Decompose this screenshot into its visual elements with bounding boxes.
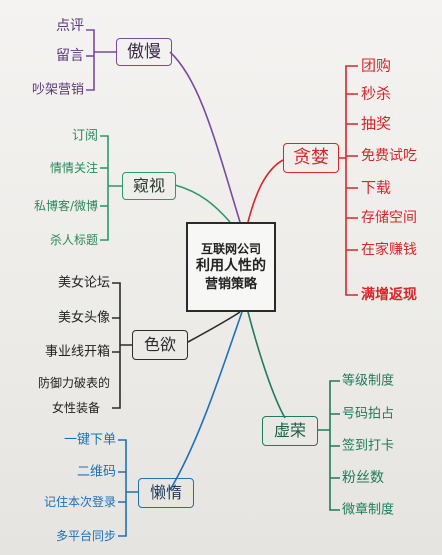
ticks-seyu <box>112 317 120 353</box>
seyu-item-4: 防御力破表的 <box>37 376 110 390</box>
connector-seyu-center <box>187 311 241 343</box>
tanlan-item-4: 免费试吃 <box>361 148 417 164</box>
kuishi-item-4: 杀人标题 <box>49 233 98 247</box>
connector-tanlan-center <box>247 159 284 223</box>
landuo-item-2: 二维码 <box>76 464 116 480</box>
center-line-1: 互联网公司 <box>200 241 261 256</box>
tanlan-item-6: 存储空间 <box>361 210 417 226</box>
kuishi-item-3: 私博客/微博 <box>33 199 98 213</box>
tanlan-item-7: 在家赚钱 <box>361 242 417 258</box>
center-line-2: 利用人性的 <box>196 257 266 274</box>
center-topic-box: 互联网公司 利用人性的 营销策略 <box>186 222 276 312</box>
bracket-landuo <box>118 439 138 537</box>
branch-landuo-label: 懒惰 <box>149 483 182 502</box>
branch-xurong-label: 虚荣 <box>273 421 306 440</box>
seyu-item-3: 事业线开箱 <box>44 344 110 360</box>
branch-seyu-box: 色欲 <box>132 330 188 360</box>
bracket-tanlan <box>338 65 358 296</box>
xurong-item-4: 粉丝数 <box>342 470 384 486</box>
connector-landuo-center <box>169 311 243 491</box>
connector-aomam-center <box>169 51 241 223</box>
branch-xurong-box: 虚荣 <box>262 416 318 446</box>
tanlan-item-3: 抽奖 <box>361 114 392 133</box>
bracket-seyu <box>112 282 132 409</box>
connector-kuishi-center <box>174 184 231 223</box>
aomam-item-3: 吵架营销 <box>31 82 84 98</box>
tanlan-item-1: 团购 <box>361 56 392 75</box>
landuo-item-1: 一键下单 <box>63 432 116 448</box>
seyu-item-5: 女性装备 <box>51 401 100 415</box>
branch-kuishi-box: 窥视 <box>122 172 176 200</box>
landuo-item-3: 记住本次登录 <box>43 495 116 509</box>
aomam-item-1: 点评 <box>56 18 84 34</box>
ticks-tanlan <box>346 93 358 251</box>
center-line-3: 营销策略 <box>204 276 257 292</box>
bracket-kuishi <box>100 135 122 241</box>
xurong-item-3: 签到打卡 <box>342 438 395 454</box>
branch-tanlan-box: 贪婪 <box>283 143 339 173</box>
ticks-landuo <box>118 471 126 503</box>
tanlan-item-8: 满增返现 <box>361 287 417 303</box>
aomam-item-2: 留言 <box>56 48 84 64</box>
bracket-aomam <box>86 29 116 91</box>
xurong-item-5: 微章制度 <box>342 502 395 518</box>
branch-tanlan-label: 贪婪 <box>293 147 329 168</box>
branch-kuishi-label: 窥视 <box>132 176 165 195</box>
branch-seyu-label: 色欲 <box>143 335 176 354</box>
seyu-item-1: 美女论坛 <box>57 275 110 291</box>
branch-aomam-box: 傲慢 <box>116 38 172 66</box>
xurong-item-1: 等级制度 <box>342 373 395 389</box>
ticks-xurong <box>330 413 340 479</box>
xurong-item-2: 号码拍占 <box>342 406 395 422</box>
kuishi-item-2: 情情关注 <box>49 161 98 175</box>
kuishi-item-1: 订阅 <box>71 128 98 144</box>
connector-xurong-center <box>247 311 286 419</box>
tanlan-item-2: 秒杀 <box>361 84 392 103</box>
branch-aomam-label: 傲慢 <box>127 41 161 62</box>
tanlan-item-5: 下载 <box>361 178 392 197</box>
seyu-item-2: 美女头像 <box>57 310 110 326</box>
landuo-item-4: 多平台同步 <box>55 529 116 543</box>
branch-landuo-box: 懒惰 <box>138 478 194 508</box>
